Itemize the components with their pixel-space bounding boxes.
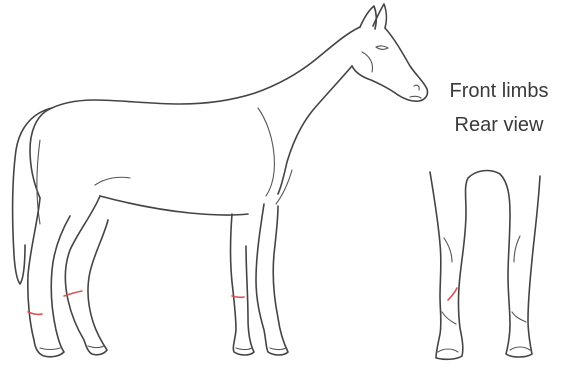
marker-rear-view <box>448 288 457 300</box>
horse-fore-leg-near <box>256 204 288 355</box>
horse-fore-hoof-near <box>270 348 286 350</box>
horse-side-view <box>13 4 428 357</box>
horse-cheek <box>362 52 373 72</box>
rear-view-limb-right <box>500 174 540 357</box>
rear-view-knee-right <box>514 236 520 262</box>
horse-jaw <box>352 66 398 95</box>
horse-eye <box>376 46 388 49</box>
horse-fore-leg-far <box>231 214 255 355</box>
horse-mouth <box>410 96 421 98</box>
marker-fore-far <box>232 296 244 297</box>
rear-view-hoof-left <box>438 349 458 352</box>
horse-nostril <box>414 85 419 90</box>
rear-view-fetlock-right <box>512 312 526 322</box>
horse-hind-hoof-far <box>40 348 60 350</box>
caption-front-limbs: Front limbs <box>438 79 560 103</box>
rear-view-limb-left <box>430 171 500 360</box>
horse-flank-line <box>95 177 130 185</box>
horse-belly <box>100 196 248 215</box>
horse-hind-leg-far <box>28 198 70 357</box>
horse-neck-underside <box>278 66 352 194</box>
front-limbs-rear-view <box>430 171 540 360</box>
marker-hind-far <box>28 312 42 314</box>
rear-view-hoof-right <box>510 347 530 350</box>
horse-shoulder-line <box>258 108 274 196</box>
rear-view-knee-left <box>444 238 452 262</box>
horse-hind-leg-near <box>65 196 108 355</box>
horse-fore-hoof-far <box>236 348 252 350</box>
rear-view-fetlock-left <box>442 312 456 324</box>
horse-topline <box>46 27 360 111</box>
caption-rear-view: Rear view <box>438 113 560 137</box>
horse-hind-hoof-near <box>88 346 104 348</box>
